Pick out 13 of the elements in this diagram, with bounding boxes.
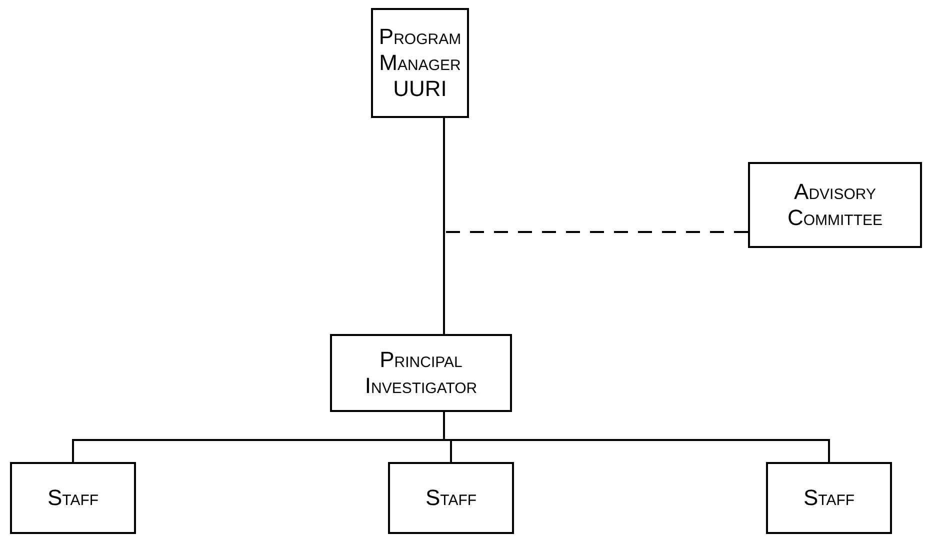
org-box: [748, 162, 922, 248]
org-box: [766, 462, 892, 534]
box-label: Staff: [47, 485, 99, 511]
box-label: Advisory Committee: [786, 179, 884, 231]
box-label: Staff: [803, 485, 855, 511]
org-box: [330, 334, 512, 412]
box-label: Staff: [425, 485, 477, 511]
box-label: Principal Investigator: [364, 347, 478, 399]
org-box: [371, 8, 469, 118]
dashed-connector: [443, 118, 748, 233]
org-box: [10, 462, 136, 534]
box-label: Program Manager UURI: [378, 24, 462, 102]
org-box: [388, 462, 514, 534]
